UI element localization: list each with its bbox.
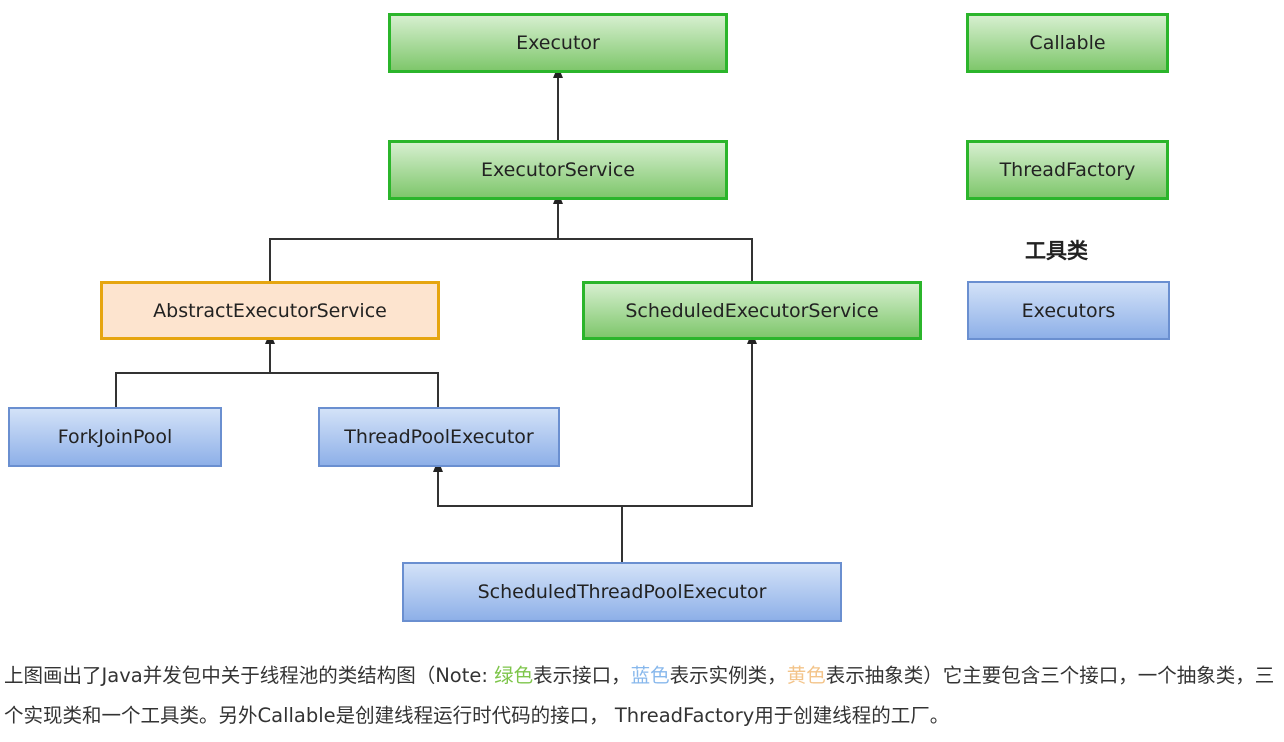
scheduled-thread-pool-executor-label: ScheduledThreadPoolExecutor	[477, 581, 767, 603]
executor-box: Executor	[388, 13, 728, 73]
caption-part-3: 表示实例类，	[669, 664, 787, 687]
executors-box: Executors	[967, 281, 1170, 340]
abstract-executor-service-label: AbstractExecutorService	[153, 299, 387, 322]
edge-abstract-to-executorservice	[269, 192, 563, 281]
caption-green-word: 绿色	[494, 664, 534, 687]
thread-factory-label: ThreadFactory	[999, 159, 1136, 181]
executor-label: Executor	[516, 32, 600, 54]
scheduled-thread-pool-executor-box: ScheduledThreadPoolExecutor	[402, 562, 842, 622]
edge-scheduledservice-to-executorservice	[558, 238, 753, 281]
caption-part-1: 上图画出了Java并发包中关于线程池的类结构图（Note:	[4, 664, 495, 687]
edge-scheduledpool-to-scheduledservice	[622, 332, 757, 507]
thread-pool-executor-label: ThreadPoolExecutor	[344, 426, 534, 448]
edge-threadpool-to-abstract	[270, 372, 439, 407]
callable-label: Callable	[1029, 32, 1106, 54]
caption-blue-word: 蓝色	[630, 664, 670, 687]
executor-service-label: ExecutorService	[481, 159, 635, 181]
fork-join-pool-label: ForkJoinPool	[57, 426, 173, 448]
tool-class-heading: 工具类	[1025, 239, 1088, 263]
thread-pool-executor-box: ThreadPoolExecutor	[318, 407, 560, 467]
thread-factory-box: ThreadFactory	[966, 140, 1169, 200]
scheduled-executor-service-box: ScheduledExecutorService	[582, 281, 922, 340]
scheduled-executor-service-label: ScheduledExecutorService	[625, 299, 879, 322]
fork-join-pool-box: ForkJoinPool	[8, 407, 222, 467]
executors-label: Executors	[1021, 299, 1116, 322]
class-diagram: Executor Callable ExecutorService Thread…	[8, 13, 1170, 622]
executor-service-box: ExecutorService	[388, 140, 728, 200]
inheritance-connectors	[115, 66, 757, 562]
caption-yellow-word: 黄色	[786, 664, 826, 687]
caption-part-4: 表示抽象类）它主要包含三个接口，一个抽象类，三个实现类和一个工具类。另外Call…	[4, 664, 1275, 727]
caption-part-2: 表示接口，	[533, 664, 631, 687]
callable-box: Callable	[966, 13, 1169, 73]
edge-forkjoin-to-abstract	[115, 332, 275, 407]
diagram-caption: 上图画出了Java并发包中关于线程池的类结构图（Note: 绿色表示接口，蓝色表…	[4, 656, 1280, 736]
abstract-executor-service-box: AbstractExecutorService	[100, 281, 440, 340]
edge-scheduledpool-to-threadpool	[433, 460, 623, 562]
